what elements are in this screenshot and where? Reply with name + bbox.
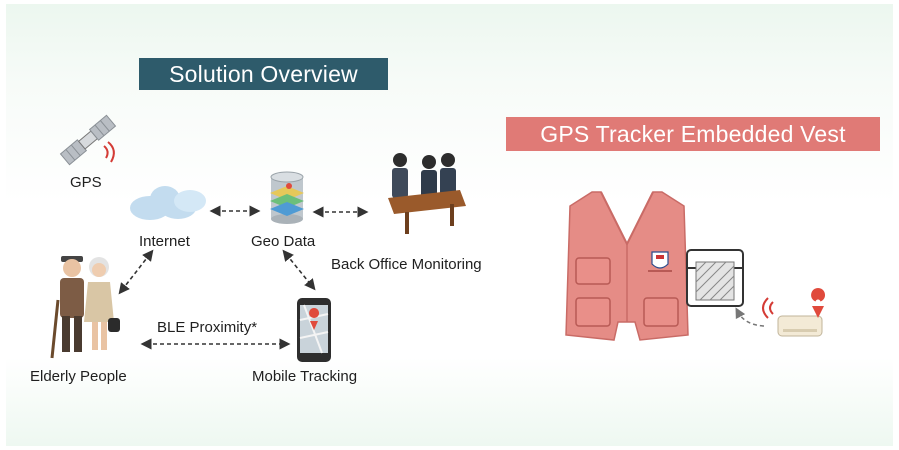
location-pin-icon bbox=[811, 288, 826, 318]
elderly-couple-icon bbox=[50, 256, 120, 359]
elderly-label: Elderly People bbox=[30, 368, 127, 385]
database-icon bbox=[270, 171, 304, 224]
vest-icon bbox=[565, 191, 689, 341]
arrow-tracker-pocket bbox=[735, 307, 765, 327]
cloud-icon bbox=[130, 186, 206, 220]
arrow-internet-elderly bbox=[118, 249, 154, 295]
smartphone-map-icon bbox=[297, 298, 331, 362]
arrow-geo-mobile bbox=[282, 249, 316, 291]
back-office-label: Back Office Monitoring bbox=[331, 256, 482, 273]
internet-label: Internet bbox=[139, 233, 190, 250]
geo-data-label: Geo Data bbox=[251, 233, 316, 250]
meeting-people-icon bbox=[388, 153, 466, 234]
mobile-label: Mobile Tracking bbox=[252, 368, 358, 385]
ble-label: BLE Proximity* bbox=[157, 319, 258, 336]
satellite-icon bbox=[59, 114, 117, 166]
tracker-device-icon bbox=[762, 297, 823, 337]
vest-title: GPS Tracker Embedded Vest bbox=[506, 117, 880, 151]
vest-pocket-icon bbox=[686, 249, 744, 307]
gps-label: GPS bbox=[70, 174, 102, 191]
solution-overview-title: Solution Overview bbox=[139, 58, 388, 90]
